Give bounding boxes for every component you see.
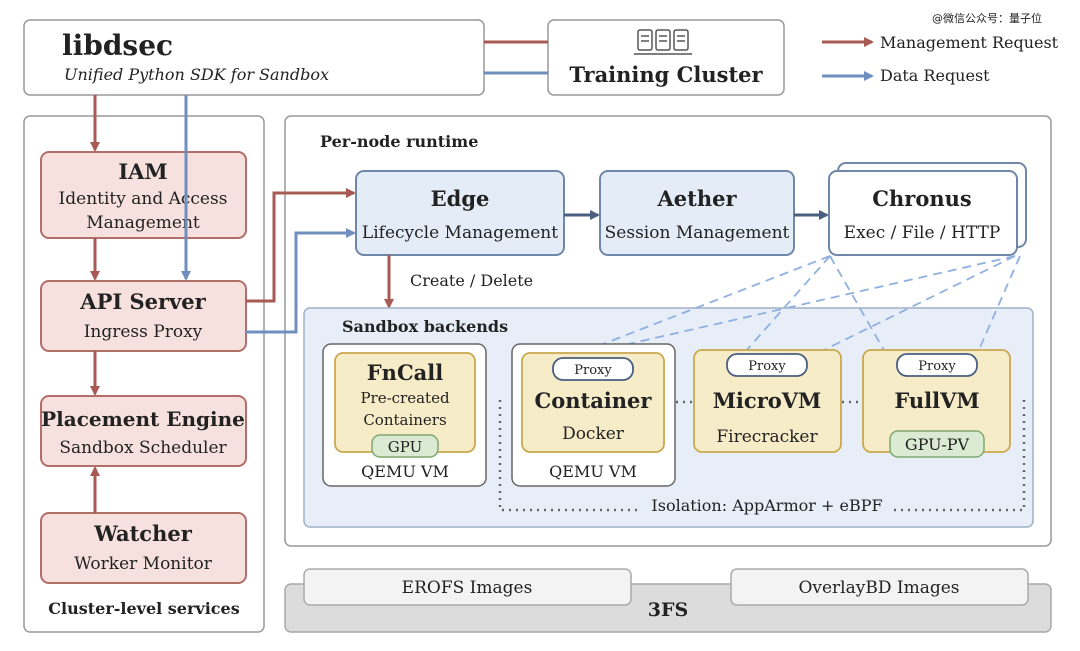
fncall-line1: Pre-created — [360, 389, 450, 407]
watcher-title: Watcher — [93, 521, 192, 546]
container-sub: Docker — [562, 424, 625, 444]
placement-engine-box — [40, 395, 247, 467]
create-delete-label: Create / Delete — [410, 271, 533, 290]
microvm-box — [693, 349, 842, 453]
chronus-proxy-links — [566, 255, 1021, 359]
training-cluster-box — [547, 19, 785, 96]
libdsec-title: libdsec — [62, 29, 173, 62]
isolation-boundary — [498, 400, 1026, 512]
fncall-host-label: QEMU VM — [361, 462, 449, 481]
per-node-runtime-label: Per-node runtime — [320, 132, 478, 151]
data-arrow-api-edge — [246, 228, 356, 334]
server-rack-icon — [634, 29, 692, 55]
iam-box — [40, 151, 247, 239]
overlaybd-images-box — [730, 568, 1029, 606]
edge-sub: Lifecycle Management — [362, 223, 558, 243]
fncall-gpu-label: GPU — [388, 438, 422, 456]
edge-box — [355, 170, 565, 256]
fncall-gpu-badge — [371, 434, 439, 458]
container-proxy-label: Proxy — [574, 363, 612, 378]
placement-engine-sub: Sandbox Scheduler — [59, 438, 227, 458]
aether-title: Aether — [656, 186, 737, 211]
legend-management-label: Management Request — [880, 33, 1059, 52]
aether-box — [599, 170, 795, 256]
microvm-title: MicroVM — [713, 388, 822, 413]
chronus-title: Chronus — [872, 186, 971, 211]
api-server-box — [40, 280, 247, 352]
microvm-proxy-label: Proxy — [748, 359, 786, 374]
watermark: @微信公众号：量子位 — [932, 11, 1042, 25]
container-title: Container — [535, 388, 653, 413]
cluster-services-panel — [23, 115, 265, 633]
cluster-services-label: Cluster-level services — [48, 599, 239, 618]
chronus-sub: Exec / File / HTTP — [844, 223, 1001, 243]
fullvm-gpu-pv-label: GPU-PV — [905, 435, 970, 454]
3fs-label: 3FS — [648, 599, 688, 621]
erofs-images-box — [303, 568, 632, 606]
isolation-label: Isolation: AppArmor + eBPF — [651, 496, 882, 515]
container-proxy-badge — [552, 357, 634, 381]
watcher-sub: Worker Monitor — [74, 554, 213, 574]
container-host-label: QEMU VM — [549, 462, 637, 481]
legend: Management Request Data Request — [822, 33, 1059, 85]
fullvm-proxy-badge — [896, 353, 978, 377]
erofs-images-label: EROFS Images — [402, 578, 533, 598]
microvm-sub: Firecracker — [716, 427, 818, 447]
chronus-box — [828, 170, 1018, 256]
microvm-proxy-badge — [726, 353, 808, 377]
api-server-title: API Server — [79, 289, 206, 314]
fullvm-proxy-label: Proxy — [918, 359, 956, 374]
api-server-sub: Ingress Proxy — [84, 322, 203, 342]
iam-title: IAM — [118, 159, 167, 184]
iam-line1: Identity and Access — [59, 189, 228, 209]
aether-sub: Session Management — [605, 223, 790, 243]
legend-data-label: Data Request — [880, 66, 990, 85]
overlaybd-images-label: OverlayBD Images — [798, 578, 959, 598]
fullvm-title: FullVM — [894, 388, 979, 413]
iam-line2: Management — [86, 213, 200, 233]
sandbox-backends-label: Sandbox backends — [342, 317, 508, 336]
libdsec-box — [23, 19, 485, 96]
mgmt-arrow-api-edge — [246, 188, 356, 303]
fullvm-gpu-pv-badge — [889, 430, 985, 458]
edge-title: Edge — [431, 186, 490, 211]
training-cluster-title: Training Cluster — [569, 62, 763, 87]
fncall-title: FnCall — [367, 360, 443, 385]
placement-engine-title: Placement Engine — [41, 407, 245, 431]
watcher-box — [40, 512, 247, 584]
fncall-line2: Containers — [363, 411, 446, 429]
libdsec-subtitle: Unified Python SDK for Sandbox — [64, 65, 329, 84]
